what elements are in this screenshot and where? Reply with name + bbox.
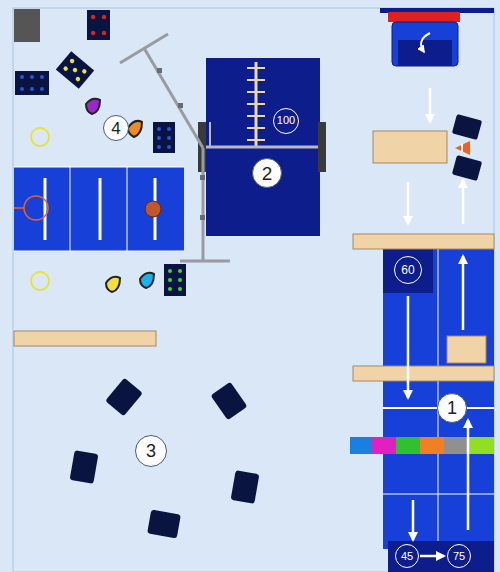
callout-number: 45 <box>401 551 413 562</box>
callout-circle: 75 <box>447 544 471 568</box>
callout-number: 3 <box>146 442 156 460</box>
rod <box>120 34 230 261</box>
callout-circle: 45 <box>395 544 419 568</box>
callout-number: 100 <box>277 115 295 126</box>
dot-tile <box>15 71 49 95</box>
start-bar <box>388 12 460 22</box>
callout-number: 4 <box>111 120 120 137</box>
callout-circle: 2 <box>252 158 282 188</box>
color-strip <box>350 437 494 454</box>
callout-circle: 1 <box>437 393 467 423</box>
rod-joints <box>157 68 205 220</box>
barrier <box>353 366 494 381</box>
dice-tile <box>56 51 94 89</box>
ring <box>31 128 49 146</box>
callout-circle: 60 <box>394 256 422 284</box>
callout-number: 60 <box>401 264 414 276</box>
mat <box>198 58 326 236</box>
box <box>447 336 486 363</box>
end-zone <box>388 541 494 572</box>
dot-tile <box>164 264 186 296</box>
callout-number: 1 <box>447 399 457 417</box>
callout-circle: 4 <box>103 115 129 141</box>
dot-tile <box>153 122 175 153</box>
cone <box>455 141 470 155</box>
mat <box>14 167 184 251</box>
barrier <box>353 234 494 249</box>
route-arrows <box>408 88 468 556</box>
callout-number: 2 <box>262 164 273 183</box>
tile-ring <box>70 378 260 539</box>
callout-number: 75 <box>453 551 465 562</box>
barrier <box>14 331 156 346</box>
box <box>373 131 447 163</box>
ring <box>31 272 49 290</box>
grey-block <box>14 9 40 42</box>
robot <box>392 22 458 66</box>
callout-circle: 3 <box>135 435 167 467</box>
mat <box>383 249 494 549</box>
dot-tile <box>87 10 110 40</box>
